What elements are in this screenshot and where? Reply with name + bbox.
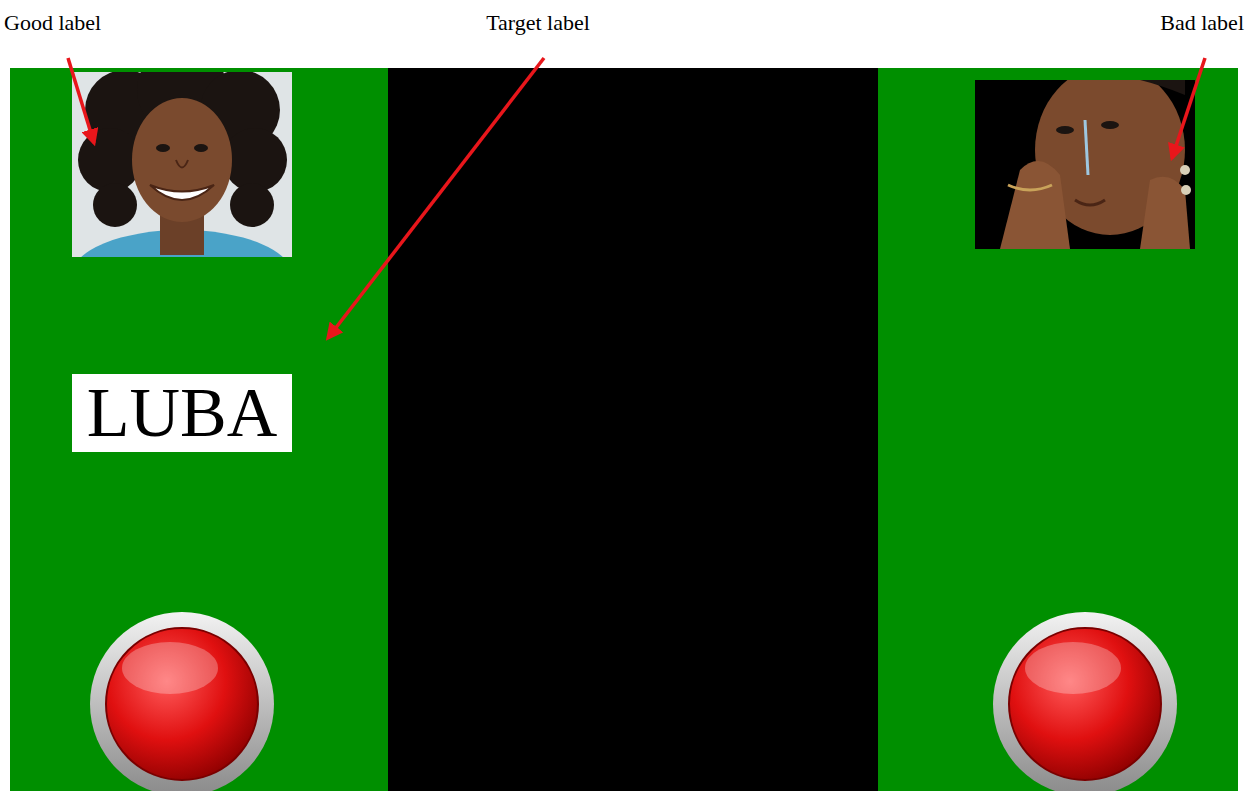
left-panel xyxy=(10,68,388,791)
leader-arrow xyxy=(1172,58,1205,158)
target-word-box: LUBA xyxy=(72,374,292,452)
annotation-label: Good label xyxy=(4,10,101,36)
right-panel xyxy=(878,68,1238,791)
right-button xyxy=(993,612,1177,791)
center-panel xyxy=(388,68,878,791)
leader-arrow xyxy=(328,58,544,338)
good-photo xyxy=(72,72,292,257)
annotation-label: Target label xyxy=(486,10,590,36)
left-button xyxy=(90,612,274,791)
leader-arrow xyxy=(68,58,94,143)
annotation-label: Bad label xyxy=(1160,10,1244,36)
bad-photo xyxy=(975,80,1195,249)
target-word: LUBA xyxy=(78,378,286,448)
